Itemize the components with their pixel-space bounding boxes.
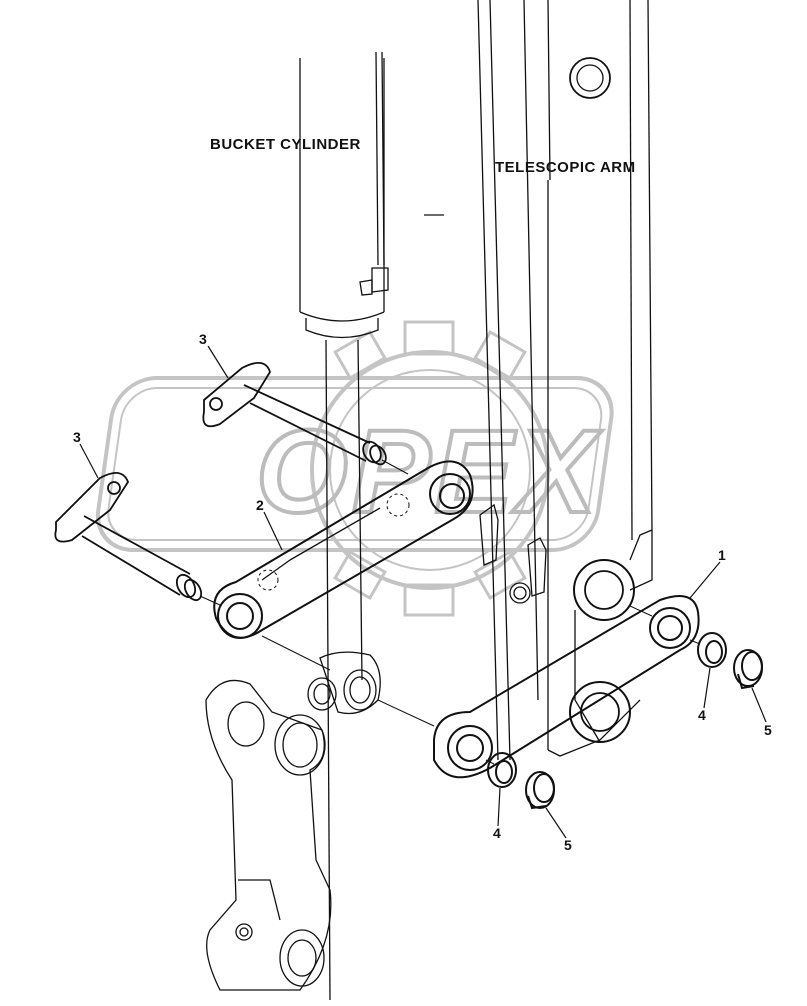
- callout-part-5-bottom: 5: [564, 837, 572, 853]
- callout-part-3-left: 3: [73, 429, 81, 445]
- watermark-frame-outer: [95, 376, 614, 552]
- arm-bracket-tab-1: [479, 503, 499, 566]
- nut-bottom: [525, 771, 555, 810]
- callout-part-4-right: 4: [698, 707, 706, 723]
- callout-part-1: 1: [718, 547, 726, 563]
- label-bucket-cylinder: BUCKET CYLINDER: [210, 136, 361, 153]
- callout-part-2: 2: [256, 497, 264, 513]
- arm-pivot-boss-upper: [573, 559, 635, 621]
- assembly-guide-lines: [261, 605, 701, 765]
- washer-bottom: [487, 752, 517, 788]
- nut-right: [733, 649, 763, 690]
- washer-right: [697, 632, 727, 668]
- callout-numbers: 3 3 2 1 4 5 4 5: [73, 331, 772, 853]
- link-upper: [213, 460, 474, 639]
- link-right: [433, 595, 700, 779]
- bucket-link-lower: [205, 651, 381, 991]
- label-telescopic-arm: TELESCOPIC ARM: [495, 159, 636, 176]
- callout-part-4-bottom: 4: [493, 825, 501, 841]
- callout-leaders: [79, 345, 767, 839]
- callout-part-5-right: 5: [764, 722, 772, 738]
- pin-left: [54, 472, 221, 606]
- watermark-logo: [95, 320, 614, 617]
- telescopic-arm: [477, 0, 653, 761]
- arm-top-boss: [569, 57, 611, 99]
- watermark-frame-inner: [107, 387, 603, 541]
- arm-bracket-tab-2: [527, 537, 547, 597]
- callout-part-3-top: 3: [199, 331, 207, 347]
- bucket-cylinder: [299, 51, 444, 1001]
- watermark-text: OPEX: [256, 406, 602, 538]
- pin-top: [202, 362, 409, 475]
